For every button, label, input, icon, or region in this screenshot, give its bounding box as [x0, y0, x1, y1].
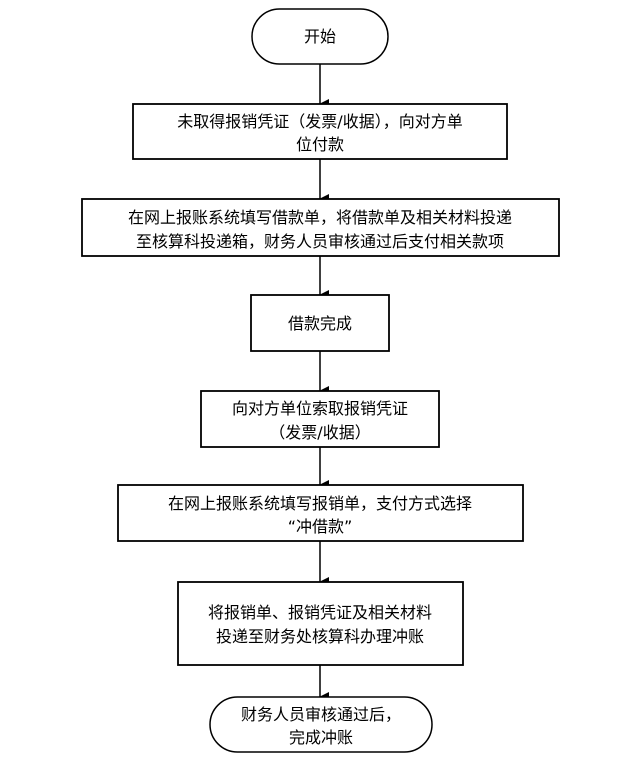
start-label: 开始 [304, 27, 336, 46]
step-fill-loan-form: 在网上报账系统填写借款单，将借款单及相关材料投递 至核算科投递箱，财务人员审核通… [81, 198, 560, 257]
step-request-voucher: 向对方单位索取报销凭证 （发票/收据） [200, 390, 440, 448]
step-loan-complete: 借款完成 [250, 294, 390, 352]
end-line1: 财务人员审核通过后， [241, 705, 401, 724]
step6-line1: 将报销单、报销凭证及相关材料 [208, 603, 432, 622]
end-terminator: 财务人员审核通过后， 完成冲账 [209, 696, 433, 753]
step5-line2: “冲借款” [288, 517, 353, 536]
step-fill-reimbursement-form: 在网上报账系统填写报销单，支付方式选择 “冲借款” [117, 484, 524, 542]
step4-line1: 向对方单位索取报销凭证 [232, 399, 408, 418]
end-line2: 完成冲账 [289, 728, 353, 747]
step6-line2: 投递至财务处核算科办理冲账 [216, 627, 424, 646]
step3-label: 借款完成 [288, 314, 352, 333]
start-terminator: 开始 [251, 8, 389, 65]
step-prepay-without-voucher: 未取得报销凭证（发票/收据），向对方单 位付款 [132, 103, 508, 160]
step4-line2: （发票/收据） [269, 423, 370, 442]
step2-line1: 在网上报账系统填写借款单，将借款单及相关材料投递 [128, 208, 512, 227]
step1-line1: 未取得报销凭证（发票/收据），向对方单 [177, 112, 462, 131]
step1-line2: 位付款 [296, 135, 344, 154]
step-submit-documents: 将报销单、报销凭证及相关材料 投递至财务处核算科办理冲账 [177, 581, 464, 666]
step2-line2: 至核算科投递箱，财务人员审核通过后支付相关款项 [136, 232, 504, 251]
step5-line1: 在网上报账系统填写报销单，支付方式选择 [168, 494, 472, 513]
